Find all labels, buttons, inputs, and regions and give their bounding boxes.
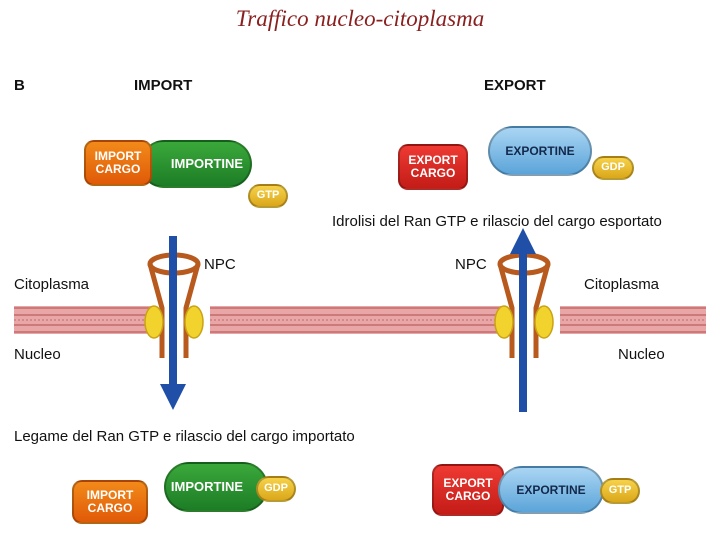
- import-heading: IMPORT: [134, 77, 193, 94]
- export-arrow-up: [510, 228, 536, 412]
- export-nuclear-pore: [494, 252, 554, 358]
- export-nucleus-label: Nucleo: [618, 346, 665, 363]
- import-cargo-bottom: IMPORT CARGO: [72, 480, 148, 524]
- exportin-top: EXPORTINE: [488, 126, 592, 176]
- import-cargo-top: IMPORT CARGO: [84, 140, 152, 186]
- panel-label: B: [14, 77, 25, 94]
- gtp-badge-export-bottom: GTP: [600, 478, 640, 504]
- export-cytoplasm-label: Citoplasma: [584, 276, 660, 293]
- pore-bead-left: [144, 305, 164, 339]
- slide-title: Traffico nucleo-citoplasma: [235, 6, 485, 31]
- export-cargo-top: EXPORT CARGO: [398, 144, 468, 190]
- pore-bead-left: [494, 305, 514, 339]
- export-cargo-bottom: EXPORT CARGO: [432, 464, 504, 516]
- import-npc-label: NPC: [204, 256, 236, 273]
- importin-top: IMPORTINE: [140, 140, 252, 188]
- pore-bead-right: [534, 305, 554, 339]
- export-heading: EXPORT: [484, 77, 546, 94]
- import-cytoplasm-label: Citoplasma: [14, 276, 90, 293]
- importin-bottom: IMPORTINE: [164, 462, 268, 512]
- import-arrow-down: [160, 236, 186, 410]
- import-nucleus-label: Nucleo: [14, 346, 61, 363]
- export-caption: Idrolisi del Ran GTP e rilascio del carg…: [332, 213, 662, 230]
- gdp-badge-export-top: GDP: [592, 156, 634, 180]
- gtp-badge-import-top: GTP: [248, 184, 288, 208]
- export-npc-label: NPC: [455, 256, 487, 273]
- import-nuclear-pore: [144, 252, 204, 358]
- gdp-badge-import-bottom: GDP: [256, 476, 296, 502]
- nuclear-membrane: [14, 306, 706, 334]
- exportin-bottom: EXPORTINE: [498, 466, 604, 514]
- import-caption: Legame del Ran GTP e rilascio del cargo …: [14, 428, 355, 445]
- pore-bead-right: [184, 305, 204, 339]
